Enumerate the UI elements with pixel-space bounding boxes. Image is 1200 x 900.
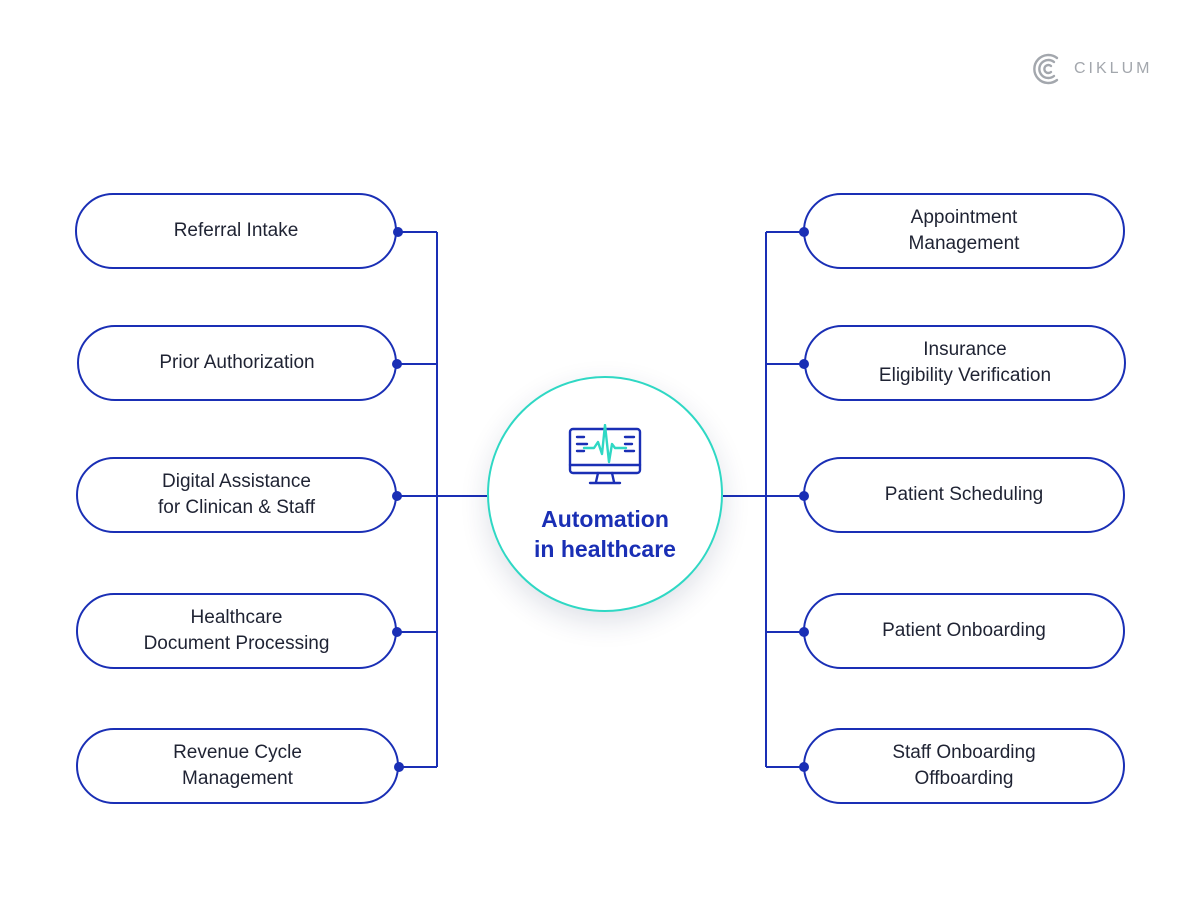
center-hub (487, 376, 723, 612)
pill-label: Prior Authorization (159, 352, 315, 373)
pill-label: Appointment Management (908, 207, 1020, 254)
pill-label: Staff Onboarding Offboarding (892, 742, 1036, 789)
pill-appointment-management: Appointment Management (803, 193, 1125, 269)
pill-prior-authorization: Prior Authorization (77, 325, 397, 401)
center-title: Automation in healthcare (487, 504, 723, 564)
monitor-heartbeat-icon (568, 424, 642, 485)
pill-label: Referral Intake (173, 220, 299, 241)
pill-digital-assistance: Digital Assistance for Clinican & Staff (76, 457, 397, 533)
pill-patient-onboarding: Patient Onboarding (803, 593, 1125, 669)
pill-label: Patient Onboarding (882, 620, 1046, 641)
pill-document-processing: Healthcare Document Processing (76, 593, 397, 669)
pill-insurance-eligibility: Insurance Eligibility Verification (804, 325, 1126, 401)
ciklum-logo: CIKLUM (1030, 52, 1152, 86)
pill-staff-onboarding: Staff Onboarding Offboarding (803, 728, 1125, 804)
pill-revenue-cycle: Revenue Cycle Management (76, 728, 399, 804)
pill-label: Digital Assistance for Clinican & Staff (157, 471, 315, 518)
pill-label: Insurance Eligibility Verification (878, 339, 1052, 386)
center-title-line-1: Automation (541, 506, 669, 532)
pill-label: Revenue Cycle Management (173, 742, 302, 789)
pill-label: Healthcare Document Processing (143, 607, 330, 654)
pill-patient-scheduling: Patient Scheduling (803, 457, 1125, 533)
pill-label: Patient Scheduling (884, 484, 1044, 505)
logo-text: CIKLUM (1074, 60, 1153, 77)
ciklum-logo-icon (1033, 53, 1059, 85)
pill-referral-intake: Referral Intake (75, 193, 397, 269)
center-title-line-2: in healthcare (534, 536, 676, 562)
